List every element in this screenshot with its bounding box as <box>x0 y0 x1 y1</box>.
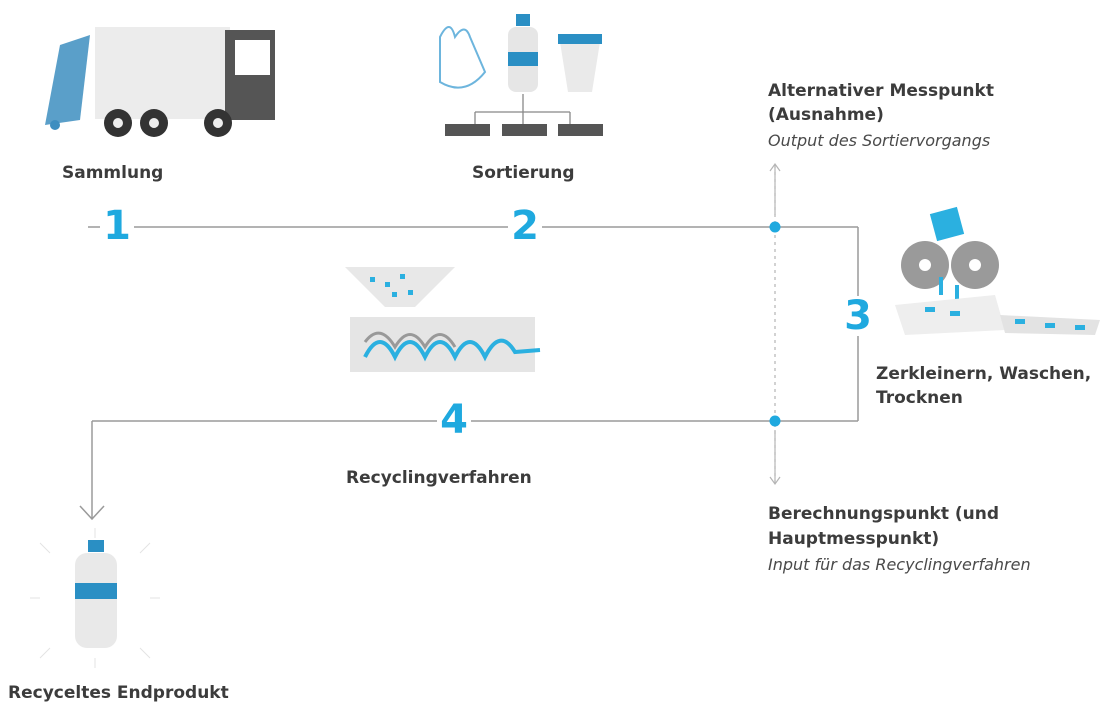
sorting-icon <box>439 14 603 136</box>
step-number-2: 2 <box>508 206 542 246</box>
step-number-1: 1 <box>100 206 134 246</box>
bottle-icon <box>30 528 160 668</box>
extruder-icon <box>345 267 541 372</box>
step-label-sorting: Sortierung <box>472 163 575 183</box>
step-label-shredding-1: Zerkleinern, Waschen, <box>876 364 1092 384</box>
step-label-collection: Sammlung <box>62 163 164 183</box>
garbage-truck-icon <box>45 27 275 137</box>
arrow-down-icon <box>79 505 105 521</box>
step-number-4: 4 <box>437 400 471 440</box>
calc-point-subtitle: Input für das Recyclingverfahren <box>768 555 1031 574</box>
calc-point-title-1: Berechnungspunkt (und <box>768 504 1000 524</box>
calc-point-title-2: Hauptmesspunkt) <box>768 529 940 549</box>
step-label-recycling: Recyclingverfahren <box>346 468 532 488</box>
alt-point-title-1: Alternativer Messpunkt <box>768 81 994 101</box>
step-number-3: 3 <box>841 296 875 336</box>
alt-point-title-2: (Ausnahme) <box>768 105 884 125</box>
alt-point-subtitle: Output des Sortiervorgangs <box>768 131 991 150</box>
arrow-up-icon <box>769 162 781 172</box>
arrow-down-small-icon <box>769 476 781 486</box>
end-product-label: Recyceltes Endprodukt <box>8 683 229 703</box>
step-label-shredding-2: Trocknen <box>876 388 963 408</box>
alt-point-dot <box>769 221 781 233</box>
calc-point-dot <box>769 415 781 427</box>
shredder-icon <box>895 206 1100 335</box>
